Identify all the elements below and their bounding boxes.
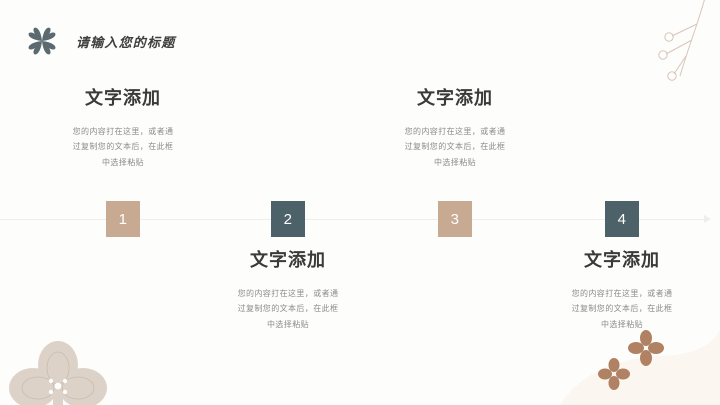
four-petal-flower-icon [26, 25, 58, 57]
content-block-1: 文字添加 您的内容打在这里，或者通 过复制您的文本后，在此框 中选择粘贴 [25, 88, 221, 170]
content-block-2-body-line-3: 中选择粘贴 [267, 319, 309, 329]
content-block-1-heading: 文字添加 [85, 88, 161, 108]
content-block-4-body: 您的内容打在这里，或者通 过复制您的文本后，在此框 中选择粘贴 [524, 286, 720, 333]
content-block-2-body-line-2: 过复制您的文本后，在此框 [237, 304, 339, 314]
content-block-4-body-line-2: 过复制您的文本后，在此框 [571, 304, 673, 314]
content-block-4: 文字添加 您的内容打在这里，或者通 过复制您的文本后，在此框 中选择粘贴 [524, 250, 720, 332]
content-block-4-body-line-1: 您的内容打在这里，或者通 [571, 288, 673, 298]
page-title: 请输入您的标题 [76, 34, 176, 50]
content-block-2-heading: 文字添加 [250, 250, 326, 270]
content-block-1-body-line-1: 您的内容打在这里，或者通 [72, 126, 174, 136]
content-block-1-body-line-2: 过复制您的文本后，在此框 [72, 142, 174, 152]
content-block-2-body: 您的内容打在这里，或者通 过复制您的文本后，在此框 中选择粘贴 [190, 286, 386, 333]
small-brown-flower-decoration-b [598, 358, 630, 395]
timeline-axis-line [0, 219, 706, 220]
content-block-3-heading: 文字添加 [417, 88, 493, 108]
content-block-3-body: 您的内容打在这里，或者通 过复制您的文本后，在此框 中选择粘贴 [357, 124, 553, 171]
content-block-1-body: 您的内容打在这里，或者通 过复制您的文本后，在此框 中选择粘贴 [25, 124, 221, 171]
content-block-3-body-line-1: 您的内容打在这里，或者通 [404, 126, 506, 136]
timeline-step-4[interactable]: 4 [605, 201, 639, 237]
content-block-3: 文字添加 您的内容打在这里，或者通 过复制您的文本后，在此框 中选择粘贴 [357, 88, 553, 170]
slide-header: 请输入您的标题 [26, 20, 175, 62]
timeline-arrow-icon [704, 215, 711, 223]
content-block-4-heading: 文字添加 [584, 250, 660, 270]
content-block-2: 文字添加 您的内容打在这里，或者通 过复制您的文本后，在此框 中选择粘贴 [190, 250, 386, 332]
content-block-3-body-line-3: 中选择粘贴 [434, 157, 476, 167]
timeline-step-3[interactable]: 3 [438, 201, 472, 237]
content-block-3-body-line-2: 过复制您的文本后，在此框 [404, 142, 506, 152]
bottom-left-flower-decoration [8, 340, 108, 405]
line-art-branch-decoration [628, 0, 720, 91]
content-block-4-body-line-3: 中选择粘贴 [601, 319, 643, 329]
timeline-step-1[interactable]: 1 [106, 201, 140, 237]
content-block-1-body-line-3: 中选择粘贴 [102, 157, 144, 167]
timeline-step-2[interactable]: 2 [271, 201, 305, 237]
bottom-right-curve-decoration [560, 330, 720, 405]
content-block-2-body-line-1: 您的内容打在这里，或者通 [237, 288, 339, 298]
small-brown-flower-decoration-a [628, 330, 664, 371]
